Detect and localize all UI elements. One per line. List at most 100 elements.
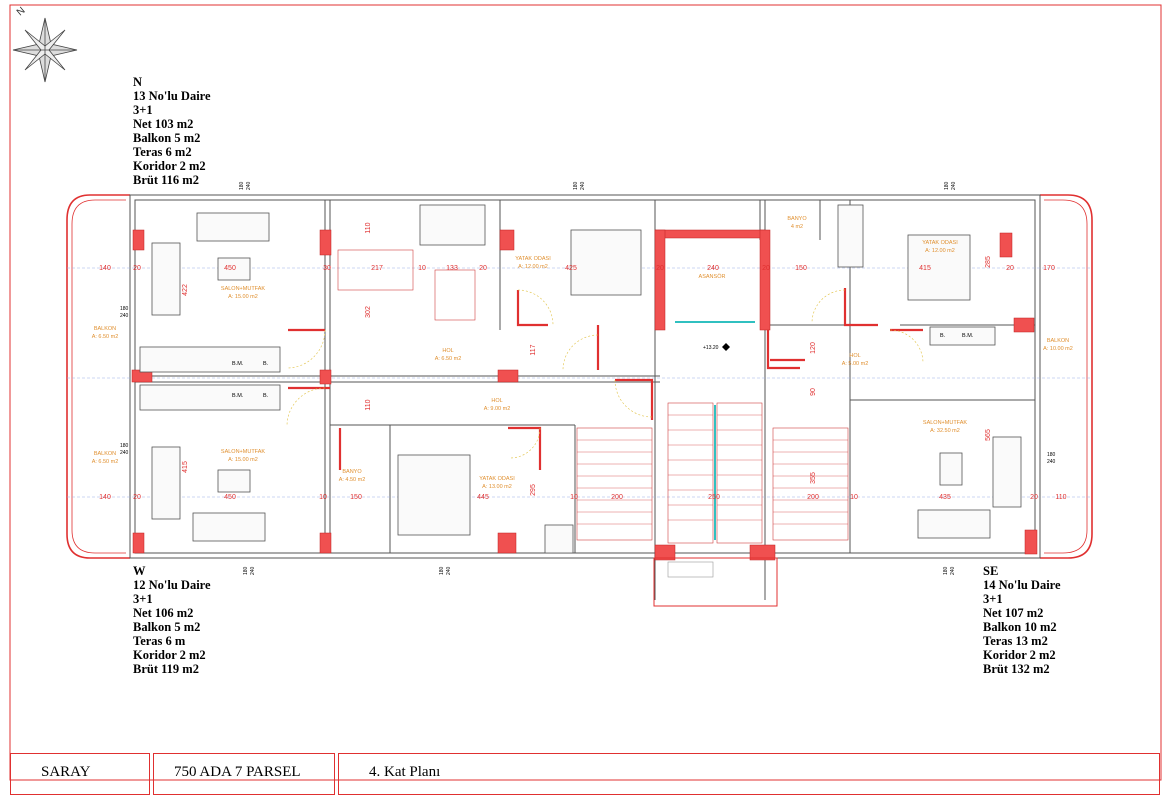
unit-net: Net 103 m2 xyxy=(133,117,194,131)
title-cell-project: SARAY xyxy=(10,753,150,795)
dimension-label: 10 xyxy=(319,494,327,501)
unit-brut: Brüt 119 m2 xyxy=(133,662,199,676)
room-area: A: 15.00 m2 xyxy=(228,457,258,463)
window-tag: 180 xyxy=(243,566,249,575)
compass-north-letter: N xyxy=(15,5,28,18)
dimension-label: 20 xyxy=(479,265,487,272)
dimension-label: 200 xyxy=(807,494,819,501)
unit-brut: Brüt 132 m2 xyxy=(983,662,1050,676)
dimension-label: 425 xyxy=(565,265,577,272)
dimension-label: 110 xyxy=(365,222,372,233)
appliance-label: B. xyxy=(263,393,269,399)
dimension-label: 20 xyxy=(133,265,141,272)
room-area: A: 12.00 m2 xyxy=(518,264,548,270)
dimension-label: 140 xyxy=(99,265,111,272)
unit-koridor: Koridor 2 m2 xyxy=(133,648,206,662)
dimension-label: 355 xyxy=(810,472,817,484)
room-area: A: 15.00 m2 xyxy=(228,294,258,300)
dimension-label: 20 xyxy=(133,494,141,501)
unit-net: Net 107 m2 xyxy=(983,606,1044,620)
dimension-label: 117 xyxy=(530,344,537,355)
room-label: HOL xyxy=(849,353,860,359)
unit-brut: Brüt 116 m2 xyxy=(133,173,199,187)
dimension-label: 302 xyxy=(365,306,372,318)
project-name: SARAY xyxy=(41,764,91,780)
room-area: A: 6.50 m2 xyxy=(92,334,119,340)
dimension-label: 200 xyxy=(611,494,623,501)
room-label: SALON+MUTFAK xyxy=(221,449,265,455)
unit-koridor: Koridor 2 m2 xyxy=(983,648,1056,662)
window-tag: 240 xyxy=(446,566,452,575)
unit-info-west: W 12 No'lu Daire 3+1 Net 106 m2 Balkon 5… xyxy=(133,564,211,676)
room-area: A: 4.50 m2 xyxy=(339,477,366,483)
room-area: A: 9.00 m2 xyxy=(484,406,511,412)
window-tag: 180 xyxy=(1047,452,1056,458)
dimension-label: 285 xyxy=(985,256,992,268)
dimension-label: 150 xyxy=(795,265,807,272)
dimension-label: 170 xyxy=(1043,265,1055,272)
room-label: YATAK ODASI xyxy=(515,256,551,262)
window-tag: 240 xyxy=(951,181,957,190)
room-area: A: 6.50 m2 xyxy=(435,356,462,362)
unit-teras: Teras 13 m2 xyxy=(983,634,1048,648)
dimension-label: 20 xyxy=(1030,494,1038,501)
appliance-label: B.M. xyxy=(962,333,974,339)
dimension-label: 10 xyxy=(850,494,858,501)
unit-info-north: N 13 No'lu Daire 3+1 Net 103 m2 Balkon 5… xyxy=(133,75,211,187)
dimension-label: 435 xyxy=(939,494,951,501)
room-label: BANYO xyxy=(787,216,807,222)
window-tag: 240 xyxy=(1047,459,1056,465)
window-tag: 240 xyxy=(120,450,129,456)
sheet-title: 4. Kat Planı xyxy=(369,764,441,780)
unit-name: 14 No'lu Daire xyxy=(983,578,1061,592)
room-label: YATAK ODASI xyxy=(479,476,515,482)
dimension-label: 445 xyxy=(477,494,489,501)
room-label: SALON+MUTFAK xyxy=(221,286,265,292)
room-area: 4 m2 xyxy=(791,224,803,230)
window-tag: 240 xyxy=(250,566,256,575)
room-label: YATAK ODASI xyxy=(922,240,958,246)
room-label: HOL xyxy=(491,398,502,404)
dimension-label: 20 xyxy=(762,265,770,272)
unit-teras: Teras 6 m2 xyxy=(133,145,192,159)
unit-balkon: Balkon 5 m2 xyxy=(133,620,201,634)
dimension-label: 450 xyxy=(224,494,236,501)
unit-name: 12 No'lu Daire xyxy=(133,578,211,592)
unit-net: Net 106 m2 xyxy=(133,606,194,620)
dimension-label: 415 xyxy=(182,461,189,473)
window-tag: 240 xyxy=(580,181,586,190)
window-tag: 240 xyxy=(950,566,956,575)
dimension-label: 133 xyxy=(446,265,458,272)
room-label: BALKON xyxy=(94,326,116,332)
appliance-label: B. xyxy=(940,333,946,339)
unit-rooms: 3+1 xyxy=(133,103,153,117)
elevation-label: +13.20 xyxy=(703,345,719,351)
dimension-label: 565 xyxy=(985,429,992,441)
room-area: A: 12.00 m2 xyxy=(925,248,955,254)
room-area: A: 5.00 m2 xyxy=(842,361,869,367)
unit-balkon: Balkon 10 m2 xyxy=(983,620,1057,634)
title-cell-sheet: 4. Kat Planı xyxy=(338,753,1160,795)
window-tag: 180 xyxy=(120,306,129,312)
appliance-label: B.M. xyxy=(232,393,244,399)
room-label: SALON+MUTFAK xyxy=(923,420,967,426)
room-label: ASANSÖR xyxy=(699,273,726,280)
dimension-label: 10 xyxy=(418,265,426,272)
window-tag: 180 xyxy=(239,181,245,190)
unit-rooms: 3+1 xyxy=(133,592,153,606)
window-tag: 180 xyxy=(944,181,950,190)
window-tag: 240 xyxy=(246,181,252,190)
window-tag: 180 xyxy=(439,566,445,575)
dimension-label: 217 xyxy=(371,265,383,272)
window-tag: 180 xyxy=(943,566,949,575)
room-area: A: 13.00 m2 xyxy=(482,484,512,490)
dimension-label: 30 xyxy=(323,265,331,272)
room-area: A: 32.50 m2 xyxy=(930,428,960,434)
dimension-label: 295 xyxy=(530,484,537,496)
room-label: BALKON xyxy=(94,451,116,457)
unit-info-southeast: SE 14 No'lu Daire 3+1 Net 107 m2 Balkon … xyxy=(983,564,1061,676)
unit-direction: SE xyxy=(983,564,999,578)
dimension-label: 140 xyxy=(99,494,111,501)
title-cell-parcel: 750 ADA 7 PARSEL xyxy=(153,753,335,795)
